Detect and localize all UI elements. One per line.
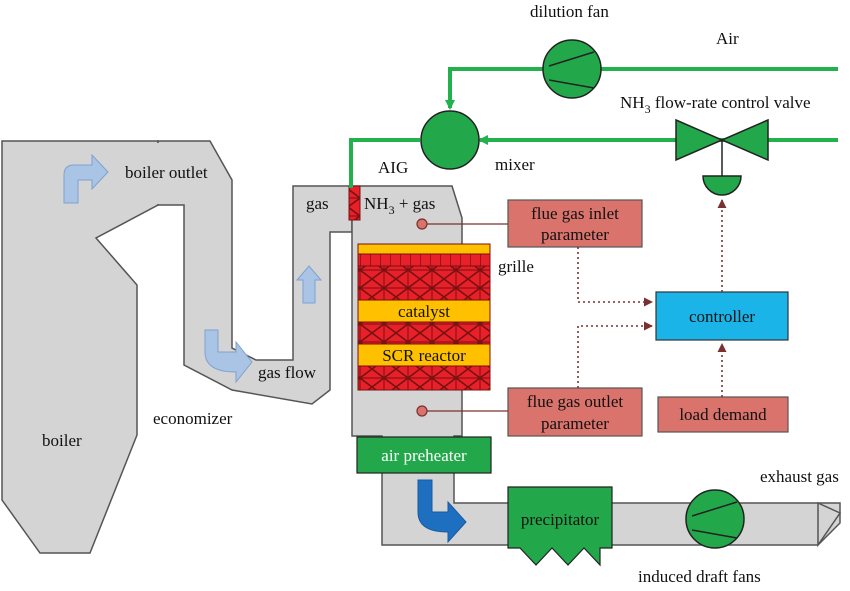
load-demand-label: load demand xyxy=(679,405,767,424)
aig-label: AIG xyxy=(378,158,408,177)
scr-reactor-label: SCR reactor xyxy=(382,346,466,365)
precipitator-label: precipitator xyxy=(521,510,600,529)
gas-flow-label: gas flow xyxy=(258,363,317,382)
catalyst-label: catalyst xyxy=(398,302,450,321)
flue-outlet-line2: parameter xyxy=(541,414,609,433)
flue-outlet-line1: flue gas outlet xyxy=(527,392,624,411)
dilution-fan-label: dilution fan xyxy=(530,2,609,21)
outlet-signal xyxy=(577,321,653,388)
induced-draft-fans-label: induced draft fans xyxy=(638,567,761,586)
boiler-outlet-flow-arrow xyxy=(63,153,109,204)
load-demand-box xyxy=(657,396,789,433)
mixer-icon xyxy=(420,110,480,170)
preheater-outlet-flow-arrow xyxy=(417,479,467,544)
dilution-fan-icon xyxy=(542,39,602,99)
precipitator-shape xyxy=(507,486,613,567)
boiler-label: boiler xyxy=(42,431,82,450)
economizer-label: economizer xyxy=(153,409,233,428)
flue-gas-outlet-box xyxy=(507,387,643,437)
flue-gas-inlet-box xyxy=(507,199,643,248)
air-preheater-label: air preheater xyxy=(381,446,467,465)
controller-label: controller xyxy=(689,307,755,326)
grille-label: grille xyxy=(498,257,534,276)
air-preheater-box xyxy=(356,436,492,474)
economizer-up-arrow xyxy=(295,265,323,304)
mixer-label: mixer xyxy=(495,155,535,174)
outlet-sensor xyxy=(416,405,428,417)
boiler-outlet-label: boiler outlet xyxy=(125,163,208,182)
nh3-valve-icon xyxy=(675,118,769,196)
catalyst-layer-2 xyxy=(357,321,491,345)
mixer-to-aig-pipe xyxy=(349,138,420,188)
flue-inlet-line2: parameter xyxy=(541,225,609,244)
catalyst-layer-3 xyxy=(357,365,491,391)
exhaust-gas-label: exhaust gas xyxy=(760,467,839,486)
nh3-gas-label: NH3 + gas xyxy=(364,194,435,217)
exhaust-outlet xyxy=(817,501,842,548)
air-label: Air xyxy=(716,29,739,48)
induced-draft-fan-icon xyxy=(685,489,745,549)
gas-flow-arrow xyxy=(204,329,253,384)
inlet-signal xyxy=(577,247,653,307)
catalyst-layer-1 xyxy=(357,265,491,301)
flue-inlet-line1: flue gas inlet xyxy=(531,204,619,223)
inlet-sensor xyxy=(416,218,428,230)
nh3-valve-label: NH3 flow-rate control valve xyxy=(620,93,811,116)
air-pipe xyxy=(445,67,838,110)
gas-label: gas xyxy=(306,194,329,213)
boiler-body xyxy=(1,140,159,554)
aig-grid xyxy=(348,185,361,221)
